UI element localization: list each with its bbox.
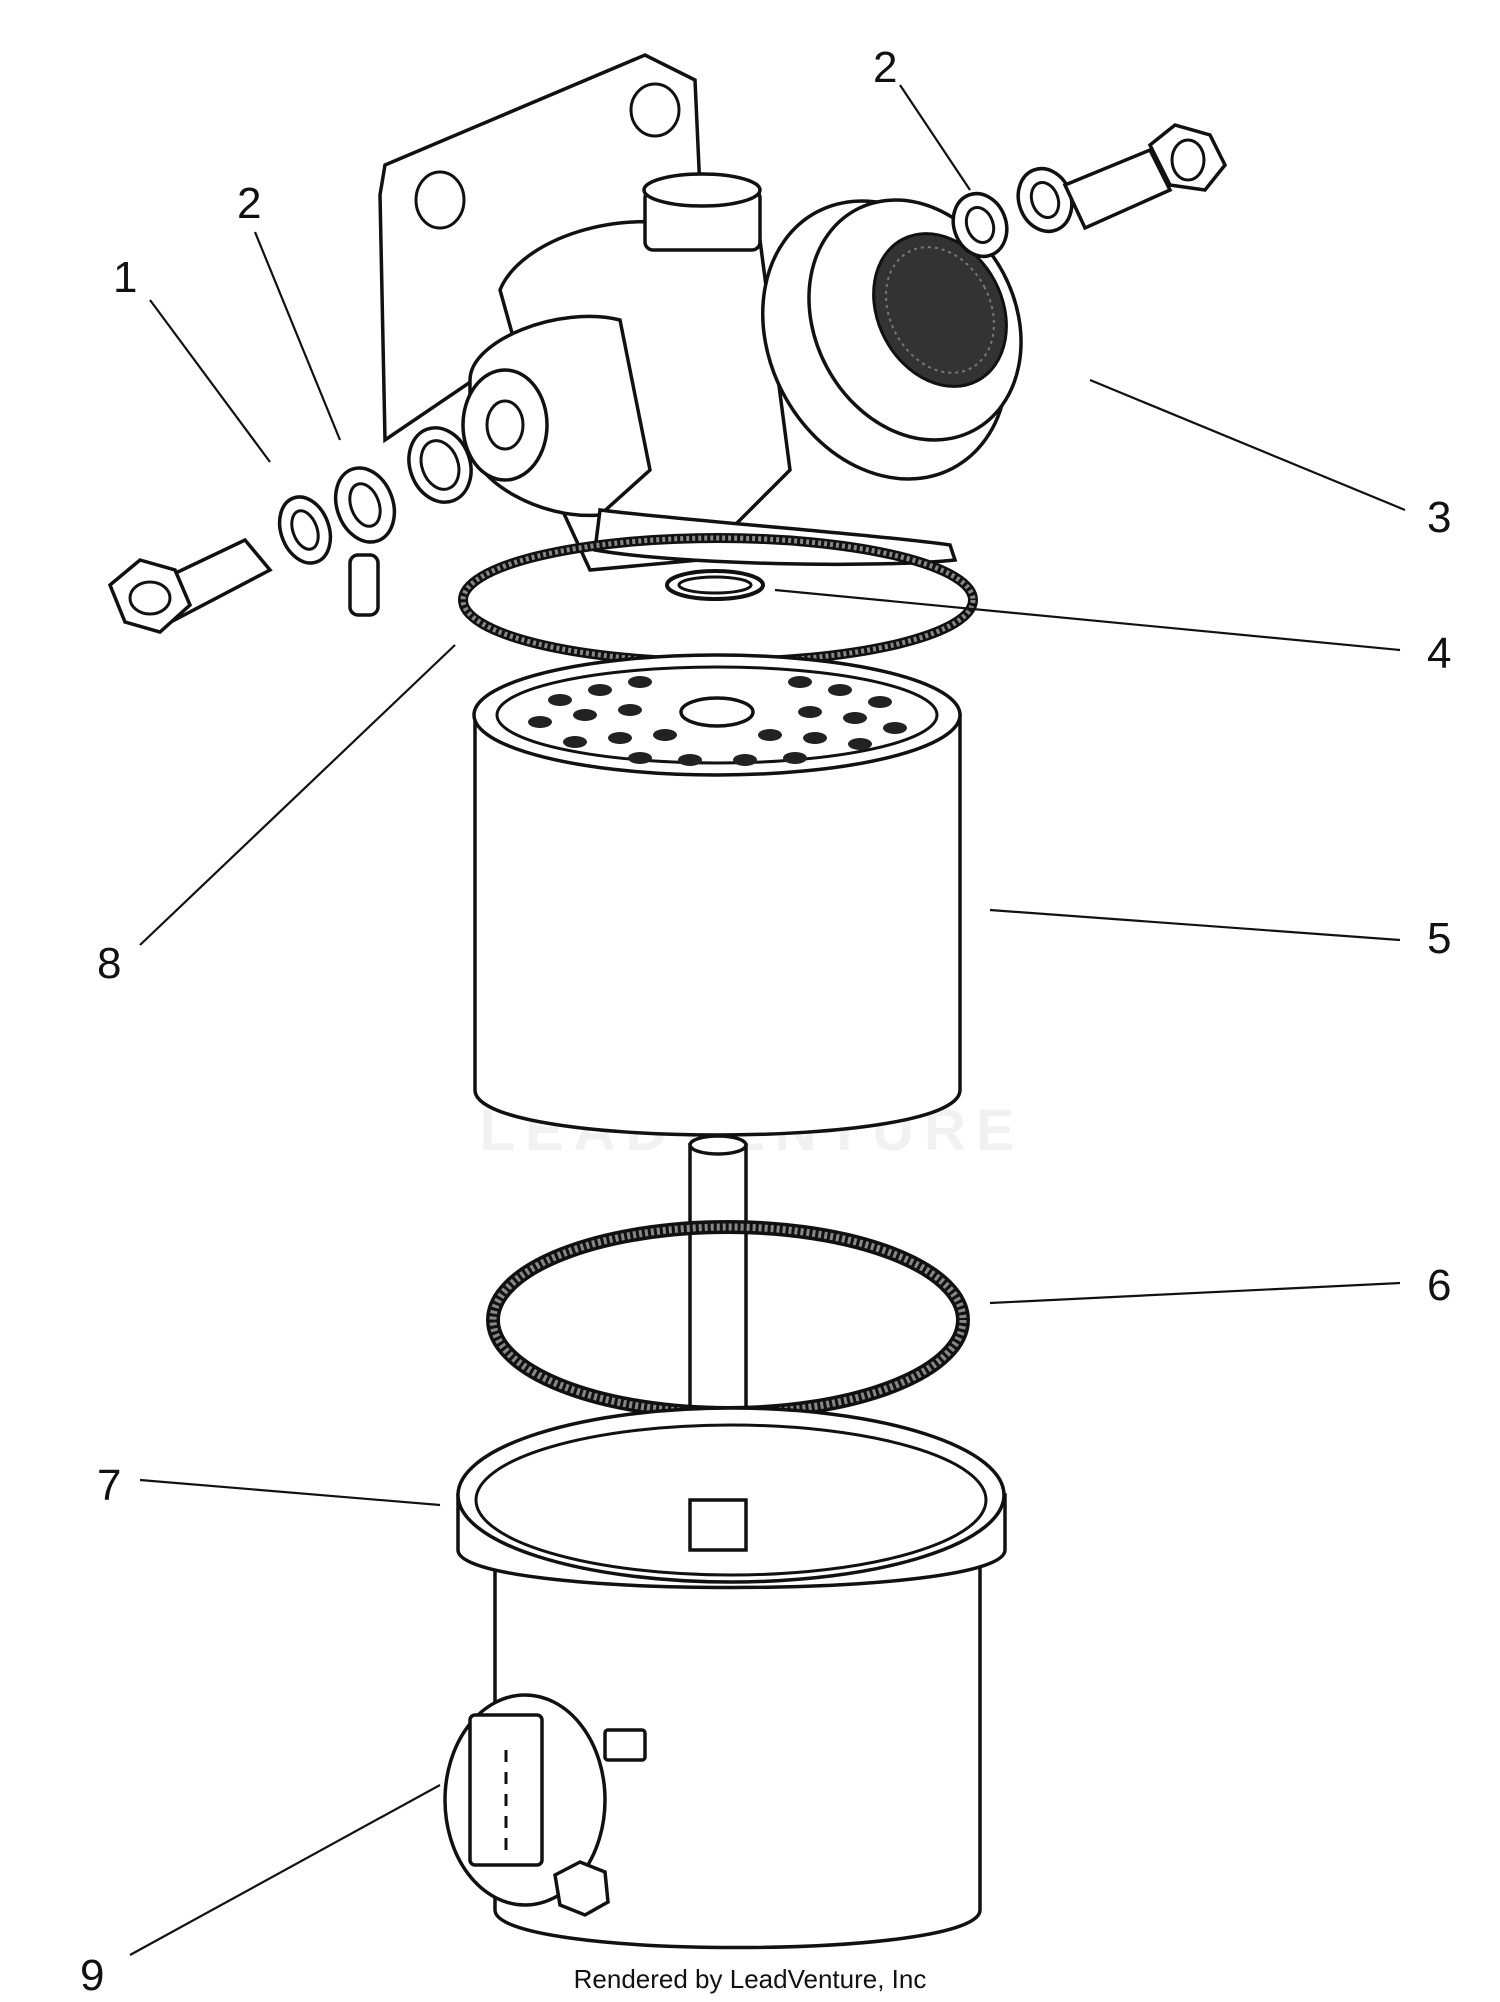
filter-head-assembly	[378, 53, 1023, 572]
footer-credit: Rendered by LeadVenture, Inc	[574, 1964, 927, 1994]
callout-3: 3	[1427, 493, 1451, 542]
left-banjo-fitting	[107, 426, 473, 634]
callout-9: 9	[80, 1951, 104, 2000]
callout-8: 8	[97, 939, 121, 988]
callout-6: 6	[1427, 1261, 1451, 1310]
right-banjo-fitting	[951, 123, 1228, 259]
callout-2-left: 2	[237, 179, 261, 228]
bowl-7	[443, 1406, 1007, 1950]
callout-2-right: 2	[873, 43, 897, 92]
o-ring-4	[665, 569, 765, 601]
callout-1: 1	[113, 253, 137, 302]
leader-lines	[129, 84, 1406, 1956]
filter-element-5	[472, 653, 962, 1137]
callout-numbers: 1 2 2 3 4 5 6 7 8 9	[80, 43, 1451, 2000]
callout-4: 4	[1427, 629, 1451, 678]
callout-5: 5	[1427, 914, 1451, 963]
callout-7: 7	[97, 1461, 121, 1510]
